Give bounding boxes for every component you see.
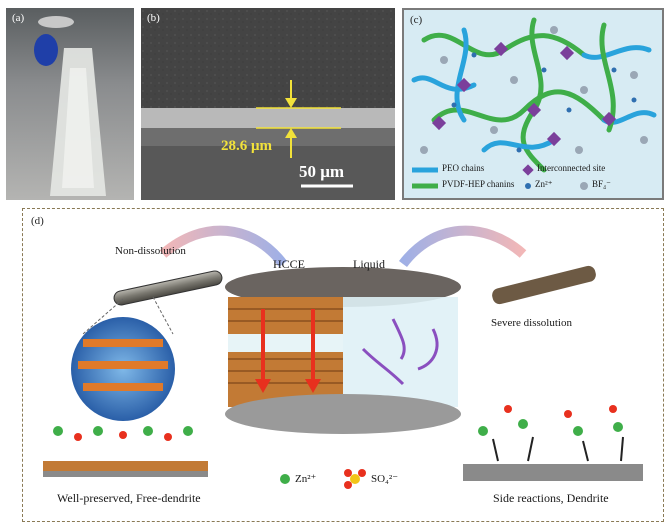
dissolved-zn-rod-icon bbox=[492, 265, 596, 305]
bf4-ion-icon bbox=[440, 56, 448, 64]
thickness-label: 28.6 μm bbox=[221, 138, 272, 154]
legend-pvdf: PVDF-HEP chanins bbox=[442, 179, 515, 189]
liquid-electrolyte-region bbox=[343, 297, 458, 407]
arrow-down-icon bbox=[285, 98, 297, 108]
legend-zn: Zn²⁺ bbox=[535, 179, 553, 189]
left-caption: Well-preserved, Free-dendrite bbox=[57, 491, 201, 505]
arrow-up-icon bbox=[285, 128, 297, 138]
mechanism-diagram bbox=[43, 225, 643, 489]
panel-d-mechanism: (d) Non-dissolution HCCE Liquid Severe d… bbox=[22, 208, 664, 522]
arrow-down-icon bbox=[255, 379, 271, 393]
hcce-label: HCCE bbox=[273, 257, 306, 271]
membrane-layer bbox=[141, 108, 395, 128]
gloved-hand-icon bbox=[34, 34, 58, 66]
so4-legend-label: SO₄²⁻ bbox=[371, 473, 399, 485]
zn-ion-icon bbox=[471, 52, 477, 58]
non-dissolution-label: Non-dissolution bbox=[115, 245, 186, 257]
corroded-anode-icon bbox=[463, 464, 643, 481]
membrane-photo bbox=[34, 16, 106, 196]
panel-c-label: (c) bbox=[410, 14, 423, 26]
panel-b-label: (b) bbox=[147, 12, 160, 24]
panel-c-schematic: (c) PEO chains PVDF-HEP chanins Intercon… bbox=[402, 8, 664, 200]
zn-ion-icon bbox=[280, 474, 290, 484]
protected-anode-icon bbox=[43, 471, 208, 477]
interconnected-site-icon bbox=[493, 41, 509, 57]
polymer-network-schematic bbox=[411, 17, 657, 190]
legend-peo: PEO chains bbox=[442, 163, 485, 173]
arrow-curved-icon bbox=[159, 225, 287, 268]
legend-bf4: BF₄⁻ bbox=[592, 179, 611, 189]
panel-a-label: (a) bbox=[12, 12, 25, 24]
severe-dissolution-label: Severe dissolution bbox=[491, 317, 572, 329]
sulfate-ion-icon bbox=[344, 469, 366, 489]
intact-zn-rod-icon bbox=[113, 270, 223, 306]
legend-site: Interconnected site bbox=[537, 163, 606, 173]
panel-d-label: (d) bbox=[31, 215, 44, 227]
sem-cross-section bbox=[141, 8, 395, 200]
scale-bar-label: 50 μm bbox=[299, 162, 345, 181]
panel-a-photo: (a) bbox=[6, 8, 134, 200]
panel-b-sem: (b) 28.6 μm 50 μm bbox=[141, 8, 395, 200]
zn-anode-disk bbox=[225, 394, 461, 434]
peo-chain bbox=[581, 45, 652, 60]
liquid-label: Liquid bbox=[353, 257, 385, 271]
right-caption: Side reactions, Dendrite bbox=[493, 491, 609, 505]
zn-legend-label: Zn²⁺ bbox=[295, 473, 317, 485]
